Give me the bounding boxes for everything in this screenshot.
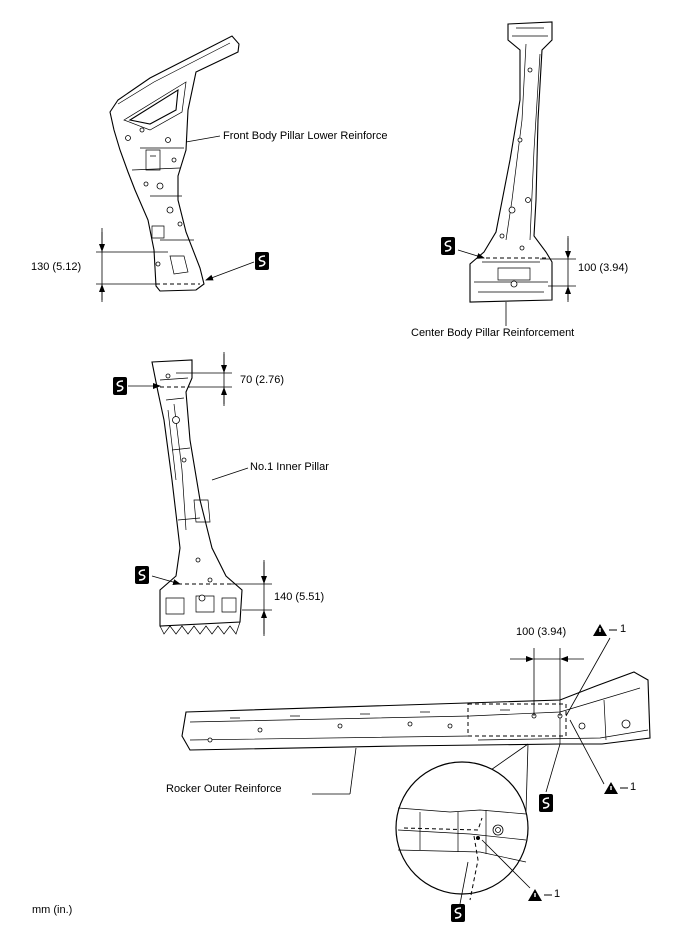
inner-pillar-top-dimension	[176, 352, 232, 406]
rocker-label: Rocker Outer Reinforce	[166, 783, 282, 795]
front-pillar-label: Front Body Pillar Lower Reinforce	[223, 130, 388, 142]
rocker-warning-leaders	[545, 637, 611, 793]
front-pillar-dimension-text: 130 (5.12)	[31, 261, 82, 273]
rocker-dimension	[312, 648, 584, 795]
weld-symbol-front-pillar	[205, 252, 269, 281]
front-pillar-lower-reinforce	[109, 35, 240, 292]
inner-pillar-bottom-dimension-text: 140 (5.51)	[274, 591, 325, 603]
center-pillar-dimension	[505, 236, 576, 326]
warning-callout-number: 1	[554, 888, 561, 900]
weld-symbol-rocker	[539, 794, 553, 812]
rocker-dimension-text: 100 (3.94)	[516, 626, 567, 638]
inner-pillar-bottom-dimension	[211, 467, 272, 636]
no1-inner-pillar	[151, 359, 243, 635]
front-pillar-dimension	[96, 135, 221, 302]
center-pillar-label: Center Body Pillar Reinforcement	[411, 327, 575, 339]
center-pillar-reinforcement	[469, 21, 553, 303]
warning-icon	[604, 782, 628, 794]
warning-icon	[528, 889, 552, 901]
inner-pillar-top-dimension-text: 70 (2.76)	[240, 374, 285, 386]
warning-callout-number: 1	[620, 623, 627, 635]
inner-pillar-label: No.1 Inner Pillar	[250, 461, 329, 473]
weld-symbol-inner-top	[113, 377, 161, 395]
rocker-outer-reinforce	[181, 671, 651, 751]
magnified-detail-view	[395, 743, 531, 905]
warning-icon	[593, 624, 617, 636]
units-label: mm (in.)	[32, 904, 73, 916]
center-pillar-dimension-text: 100 (3.94)	[578, 262, 629, 274]
warning-callout-number: 1	[630, 781, 637, 793]
weld-symbol-inner-bottom	[135, 566, 181, 585]
weld-symbol-detail	[451, 904, 465, 922]
weld-symbol-center-pillar	[441, 237, 485, 259]
